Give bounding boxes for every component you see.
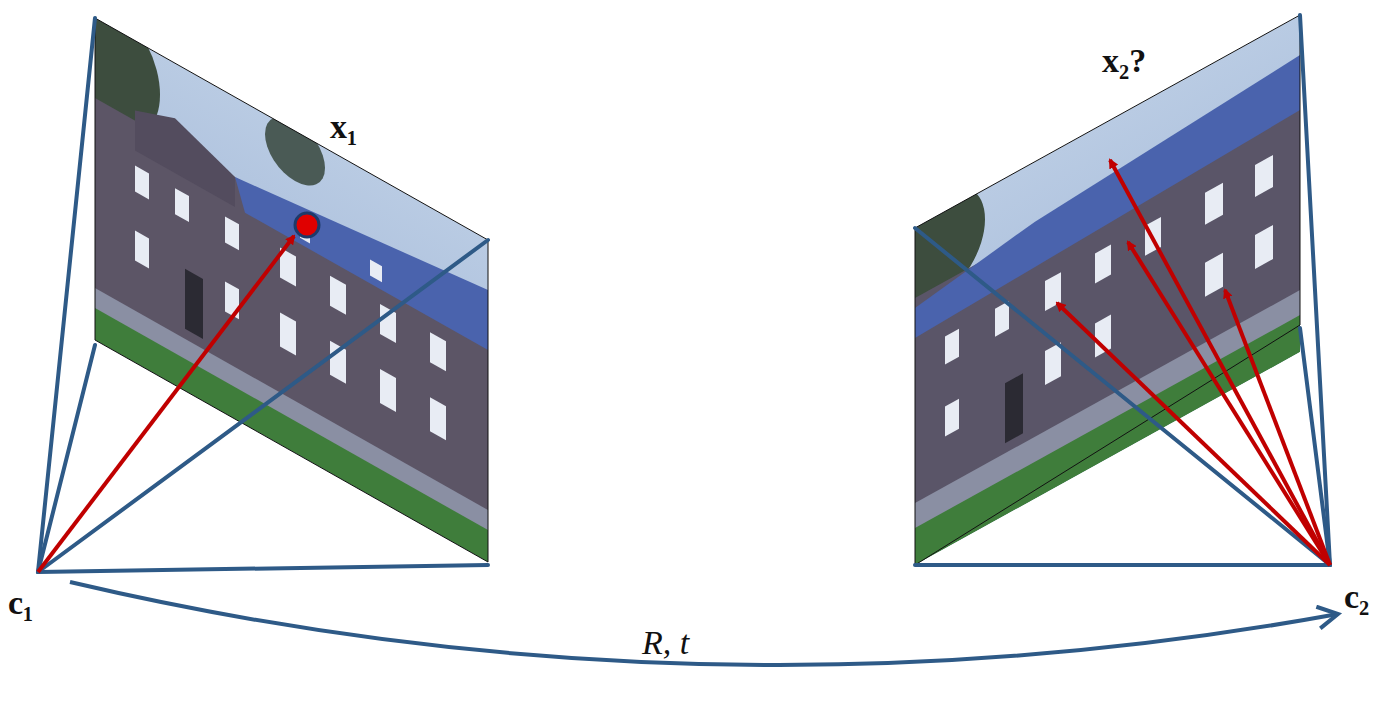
- unknown-point-label: x₂?: [1102, 44, 1146, 78]
- camera-center-label: c₁: [8, 586, 33, 620]
- right-image: [885, 0, 1300, 582]
- point-label: x₁: [330, 110, 357, 144]
- left-image: [70, 0, 488, 562]
- camera-center-label: c₂: [1344, 580, 1369, 614]
- motion-label: R, t: [642, 626, 689, 660]
